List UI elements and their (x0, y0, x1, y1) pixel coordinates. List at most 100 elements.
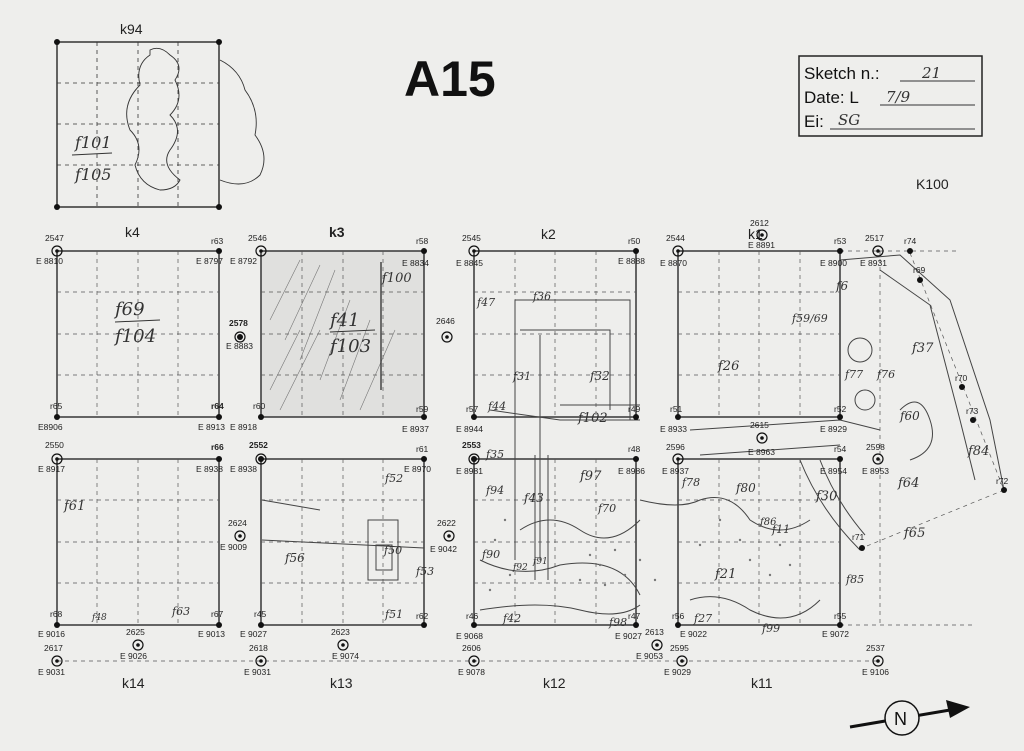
feature-f105: f105 (74, 165, 111, 184)
point-r63: r63 (211, 236, 224, 246)
point-2613: 2613 (645, 627, 664, 637)
unit-label-k4: k4 (125, 224, 140, 240)
feature-f30: f30 (815, 489, 837, 504)
feature-f92: f92 (512, 563, 528, 573)
point-2612: 2612 (750, 218, 769, 228)
elev-2552: E 8938 (230, 464, 257, 474)
date-label: Date: L (804, 88, 859, 107)
benchmark-centers (55, 233, 880, 663)
elev-2617: E 9031 (38, 667, 65, 677)
elev-r46: E 9068 (456, 631, 483, 641)
date-value: 7/9 (886, 88, 911, 106)
feature-f102: f102 (577, 411, 608, 426)
point-r55: r55 (834, 611, 847, 621)
feature-f35: f35 (485, 448, 504, 461)
elev-r63: E 8797 (196, 256, 223, 266)
feature-f37: f37 (911, 341, 934, 356)
point-2544: 2544 (666, 233, 685, 243)
unit-label-k14: k14 (122, 675, 145, 691)
unit-label-k100: K100 (916, 176, 949, 192)
elev-2613: E 9053 (636, 651, 663, 661)
elev-r64: E 8913 (198, 422, 225, 432)
elev-2553: E 8981 (456, 466, 483, 476)
elev-2618: E 9031 (244, 667, 271, 677)
elev-r57: E 8944 (456, 424, 483, 434)
point-r72: r72 (996, 476, 1009, 486)
point-2622: 2622 (437, 518, 456, 528)
feature-f27: f27 (693, 612, 712, 625)
feature-f50: f50 (383, 544, 402, 557)
feature-f101: f101 (74, 133, 111, 152)
elev-2537: E 9106 (862, 667, 889, 677)
elev-2598: E 8953 (862, 466, 889, 476)
feature-f21: f21 (714, 567, 736, 582)
point-2595: 2595 (670, 643, 689, 653)
point-r48: r48 (628, 444, 641, 454)
feature-f69: f69 (113, 299, 145, 320)
elev-r67: E 9013 (198, 629, 225, 639)
elev-r55: E 9072 (822, 629, 849, 639)
point-r60: r60 (253, 401, 266, 411)
feature-f78: f78 (681, 476, 700, 489)
ei-value: SG (838, 111, 860, 129)
feature-f99: f99 (761, 622, 780, 635)
feature-f61: f61 (63, 499, 85, 514)
elev-2595: E 9029 (664, 667, 691, 677)
elev-2624: E 9009 (220, 542, 247, 552)
elevation-labels: E 8810 E 8797 E 8792 E 8834 E 8845 E 888… (36, 240, 889, 677)
elev-r50: E 8888 (618, 256, 645, 266)
feature-f90: f90 (481, 548, 500, 561)
corner-points (54, 39, 1007, 628)
point-r47: r47 (628, 611, 641, 621)
point-2552: 2552 (249, 440, 268, 450)
point-2550: 2550 (45, 440, 64, 450)
feature-f60: f60 (899, 409, 920, 423)
elev-r58: E 8834 (402, 258, 429, 268)
subgrid-lines (57, 250, 1005, 662)
feature-f103: f103 (328, 336, 371, 357)
point-r69: r69 (913, 265, 926, 275)
point-2606: 2606 (462, 643, 481, 653)
feature-f41: f41 (328, 310, 360, 331)
point-r45: r45 (254, 609, 267, 619)
feature-f48: f48 (91, 613, 107, 623)
point-r58: r58 (416, 236, 429, 246)
feature-f59: f59/69 (791, 312, 828, 325)
point-2646: 2646 (436, 316, 455, 326)
unit-k94 (56, 41, 265, 208)
point-2624: 2624 (228, 518, 247, 528)
elev-2596: E 8937 (662, 466, 689, 476)
feature-f80: f80 (735, 481, 756, 495)
point-2517: 2517 (865, 233, 884, 243)
point-r62: r62 (416, 611, 429, 621)
elev-r59: E 8937 (402, 424, 429, 434)
elev-r65: E8906 (38, 422, 63, 432)
point-r65: r65 (50, 401, 63, 411)
unit-label-k11: k11 (751, 675, 773, 691)
elev-2615: E 8963 (748, 447, 775, 457)
feature-f44: f44 (487, 400, 506, 413)
elev-r54: E 8954 (820, 466, 847, 476)
point-r68: r68 (50, 609, 63, 619)
feature-f47: f47 (476, 296, 495, 309)
point-r66: r66 (211, 442, 224, 452)
elev-r56: E 9022 (680, 629, 707, 639)
elev-2622: E 9042 (430, 544, 457, 554)
point-r59: r59 (416, 404, 429, 414)
elev-r45: E 9027 (240, 629, 267, 639)
elev-2625: E 9026 (120, 651, 147, 661)
unit-label-k2: k2 (541, 226, 556, 242)
feature-f94: f94 (485, 484, 504, 497)
point-r50: r50 (628, 236, 641, 246)
point-r73: r73 (966, 406, 979, 416)
feature-f97: f97 (579, 469, 602, 484)
point-2537: 2537 (866, 643, 885, 653)
north-label: N (894, 709, 907, 729)
feature-f53: f53 (415, 565, 434, 578)
elev-2545: E 8845 (456, 258, 483, 268)
feature-f31: f31 (512, 370, 531, 383)
elev-r48: E 8986 (618, 466, 645, 476)
point-2615: 2615 (750, 420, 769, 430)
north-arrow-icon: N (849, 700, 970, 736)
point-r64: r64 (211, 401, 224, 411)
